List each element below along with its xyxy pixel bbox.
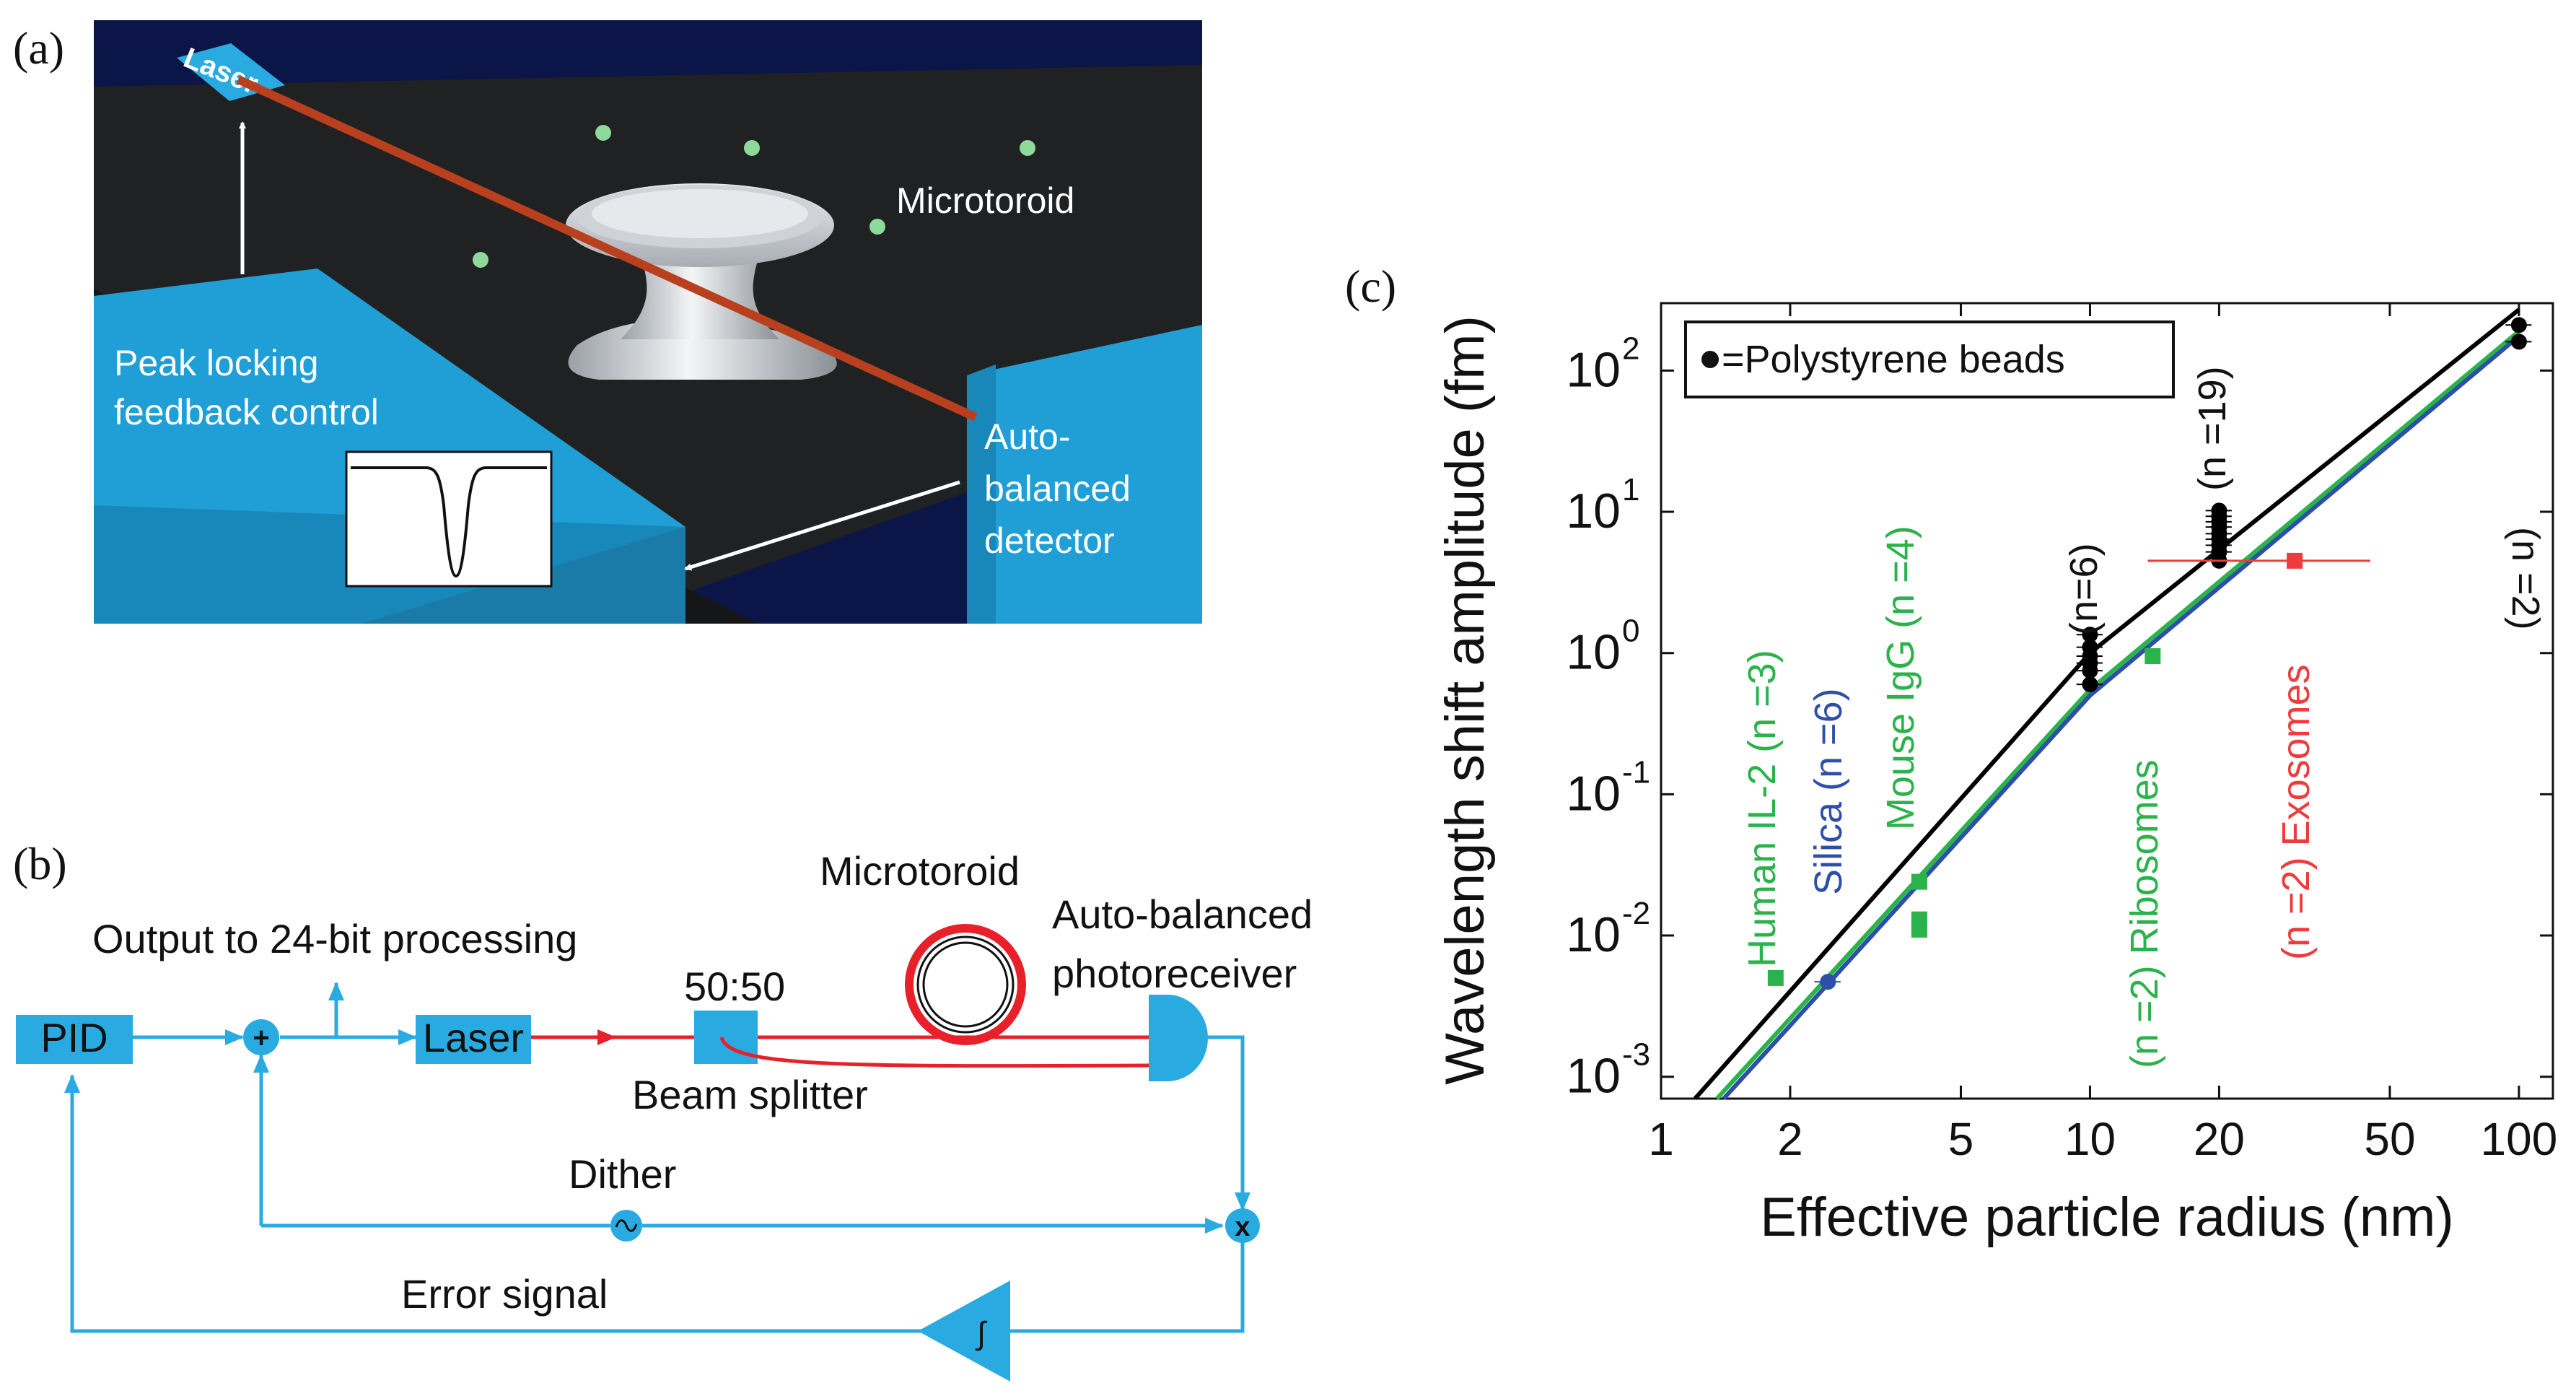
error-feedback-line xyxy=(64,1074,947,1333)
particle xyxy=(869,219,885,235)
laser-block-label: Laser xyxy=(423,1015,524,1060)
receiver-label-2: photoreceiver xyxy=(1052,951,1297,996)
annotation-silica: Silica (n =6) xyxy=(1807,688,1850,895)
annotation-human-il2: Human IL-2 (n =3) xyxy=(1740,650,1784,967)
y-tick-label: 10 xyxy=(1566,625,1621,680)
annotation-beads-100nm: (n =2) xyxy=(2504,527,2547,630)
y-tick-label: 10 xyxy=(1566,342,1621,397)
resonance-inset xyxy=(345,450,553,588)
detector-label-3: detector xyxy=(984,520,1115,561)
data-point xyxy=(2510,317,2527,333)
detector-block xyxy=(967,325,1202,624)
legend-label: =Polystyrene beads xyxy=(1722,338,2065,381)
pid-block xyxy=(16,1015,133,1064)
y-tick-exponent: -2 xyxy=(1622,896,1650,931)
panel-b-letter: (b) xyxy=(13,838,67,889)
y-tick-label: 10 xyxy=(1566,484,1621,538)
y-tick-label: 10 xyxy=(1566,1049,1621,1104)
x-ticks: 1 2 5 10 20 50 100 xyxy=(1648,303,2557,1165)
splitter-label: Beam splitter xyxy=(632,1072,868,1117)
data-point xyxy=(2082,676,2098,693)
y-tick-label: 10 xyxy=(1566,766,1621,821)
data-point xyxy=(2211,502,2227,519)
x-tick-label: 10 xyxy=(2064,1113,2116,1165)
microtoroid-label: Microtoroid xyxy=(896,180,1074,221)
model-curve xyxy=(1722,334,2520,1101)
data-points xyxy=(1767,317,2532,990)
y-tick-label: 10 xyxy=(1566,907,1621,962)
data-point xyxy=(1767,969,1784,986)
x-tick-label: 1 xyxy=(1648,1113,1674,1165)
data-point xyxy=(2510,333,2527,350)
detector-label-2: balanced xyxy=(984,468,1131,509)
splitter-ratio-label: 50:50 xyxy=(684,964,785,1009)
x-tick-label: 50 xyxy=(2364,1113,2415,1165)
data-point xyxy=(2082,639,2098,655)
laser-block xyxy=(416,1015,531,1064)
legend: =Polystyrene beads xyxy=(1684,320,2175,398)
laser-beam xyxy=(236,75,978,422)
y-tick-exponent: 2 xyxy=(1622,331,1639,366)
receiver-label-1: Auto-balanced xyxy=(1052,891,1313,937)
y-tick-exponent: -1 xyxy=(1622,754,1650,790)
panel-c-letter: (c) xyxy=(1345,261,1396,312)
sum-symbol: + xyxy=(253,1022,269,1054)
receiver-to-mixer-line xyxy=(1205,1035,1250,1211)
error-signal-label: Error signal xyxy=(401,1271,608,1317)
x-tick-label: 100 xyxy=(2481,1113,2558,1165)
panel-a: (a) Laser Microtoroid P xyxy=(13,20,1202,624)
annotation-beads-20nm: (n =19) xyxy=(2191,366,2234,491)
x-tick-label: 20 xyxy=(2194,1113,2245,1165)
sum-junction xyxy=(243,1019,279,1055)
data-point xyxy=(1911,873,1927,890)
panel-a-letter: (a) xyxy=(13,22,64,74)
data-point xyxy=(1820,974,1836,990)
photoreceiver xyxy=(1149,995,1208,1081)
y-tick-exponent: -3 xyxy=(1622,1037,1650,1073)
annotation-ribosomes: (n =2) Ribosomes xyxy=(2123,759,2166,1068)
pid-label: PID xyxy=(40,1015,108,1060)
feedback-label-1: Peak locking xyxy=(114,343,319,383)
sine-icon xyxy=(615,1219,638,1232)
detector-label-1: Auto- xyxy=(984,416,1071,457)
microtoroid-label-b: Microtoroid xyxy=(820,848,1020,894)
x-tick-label: 2 xyxy=(1777,1113,1803,1165)
x-tick-label: 5 xyxy=(1948,1113,1974,1165)
integrator-block xyxy=(918,1281,1010,1382)
data-point xyxy=(2082,627,2098,643)
output-label: Output to 24-bit processing xyxy=(92,916,577,961)
y-axis-label: Wavelength shift amplitude (fm) xyxy=(1434,315,1496,1085)
feedback-label-2: feedback control xyxy=(114,392,379,432)
legend-marker xyxy=(1701,351,1719,368)
data-point xyxy=(1911,911,1927,928)
annotation-beads-10nm: (n=6) xyxy=(2062,543,2106,635)
microtoroid-ring xyxy=(905,924,1026,1045)
data-point xyxy=(2145,648,2161,665)
integrator-symbol: ∫ xyxy=(975,1316,988,1351)
legend-box xyxy=(1684,320,2175,398)
dither-label: Dither xyxy=(569,1151,676,1197)
mixer-symbol: x xyxy=(1235,1212,1250,1242)
x-axis-label: Effective particle radius (nm) xyxy=(1760,1187,2454,1248)
mixer-to-integrator-line xyxy=(1010,1242,1245,1333)
detector-arrow xyxy=(684,480,960,571)
data-point xyxy=(2287,552,2303,569)
particle xyxy=(744,140,760,156)
y-tick-exponent: 0 xyxy=(1622,614,1639,649)
reference-beam xyxy=(719,1037,1149,1068)
panel-b: (b) Output to 24-bit processing 50:50 Mi… xyxy=(13,838,1313,1382)
particle xyxy=(473,252,489,268)
annotation-mouse-igg: Mouse IgG (n =4) xyxy=(1879,525,1922,830)
particle xyxy=(1020,140,1035,156)
y-tick-exponent: 1 xyxy=(1622,472,1639,507)
annotation-exosomes: (n =2) Exosomes xyxy=(2274,664,2318,960)
mixer-junction xyxy=(1225,1208,1260,1243)
particle xyxy=(595,125,611,141)
